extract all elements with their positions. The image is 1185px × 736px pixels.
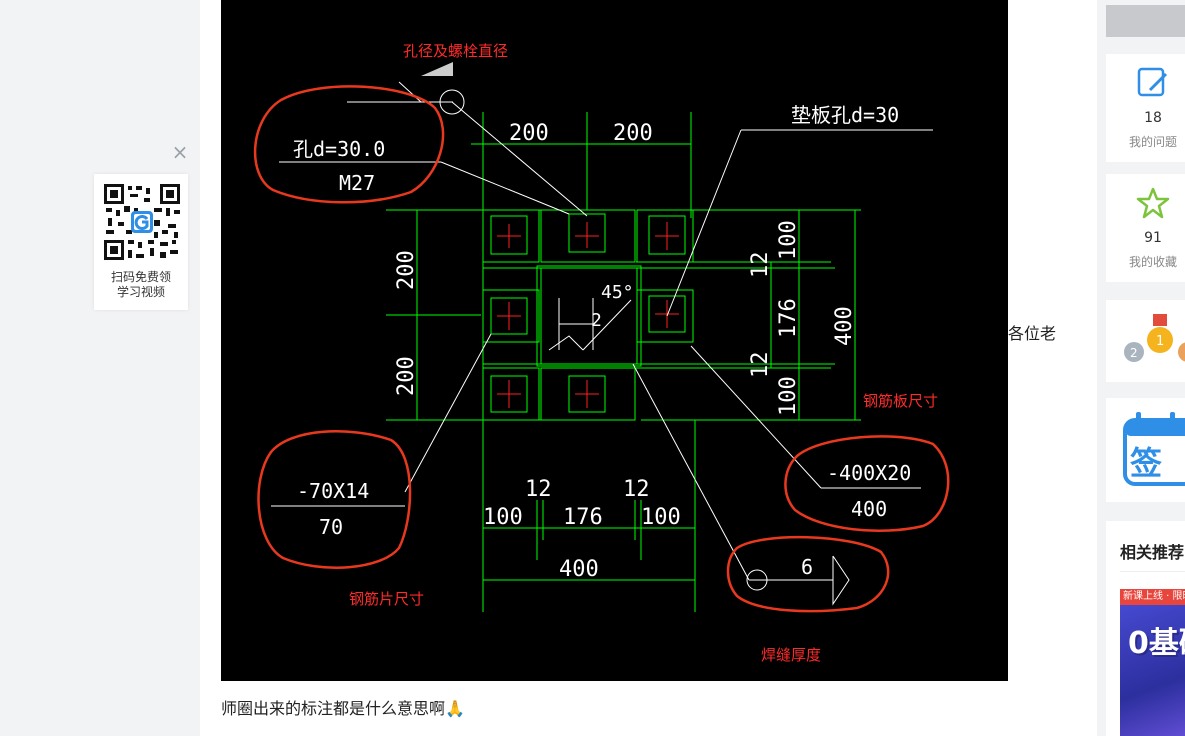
red-annotations: 孔径及螺栓直径 钢筋板尺寸 钢筋片尺寸 焊缝厚度 xyxy=(349,42,938,664)
favorites-label: 我的收藏 xyxy=(1128,255,1177,269)
cad-drawing-image[interactable]: 200 200 200 200 100 12 176 12 100 400 12… xyxy=(221,0,1008,681)
dim-weld-small: 2 xyxy=(591,310,602,331)
dim-bottom-176: 176 xyxy=(563,505,603,530)
dim-bottom-100a: 100 xyxy=(483,505,523,530)
cad-leader-lines xyxy=(271,81,933,606)
dim-left-upper: 200 xyxy=(394,250,419,290)
questions-label: 我的问题 xyxy=(1128,135,1177,149)
dim-right-400: 400 xyxy=(832,306,857,346)
qr-code-icon xyxy=(104,184,180,260)
dim-top-right: 200 xyxy=(613,121,653,146)
bolt-hole-markers xyxy=(497,222,679,408)
qr-promo-text: 扫码免费领 学习视频 xyxy=(94,270,188,300)
rebar-piece-annotation: 钢筋片尺寸 xyxy=(349,590,424,608)
sidebar-header-bar xyxy=(1106,5,1185,37)
medals-icon: 2 1 xyxy=(1124,314,1185,362)
hand-drawn-circles xyxy=(253,85,950,613)
hole-diameter-label: 孔d=30.0 xyxy=(293,137,385,161)
svg-text:2: 2 xyxy=(1130,346,1138,360)
dim-right-176: 176 xyxy=(776,298,801,338)
dim-right-100b: 100 xyxy=(776,376,801,416)
course-banner[interactable]: 新课上线 · 限时 0基础土建 xyxy=(1120,589,1185,736)
dim-left-lower: 200 xyxy=(394,356,419,396)
calendar-icon: 签 xyxy=(1123,412,1185,486)
plate-size-label: -400X20 xyxy=(827,461,911,485)
cad-dimension-text: 200 200 200 200 100 12 176 12 100 400 12… xyxy=(293,103,911,582)
hole-title-annotation: 孔径及螺栓直径 xyxy=(403,42,508,60)
qr-promo-line-1: 扫码免费领 xyxy=(110,270,171,284)
rebar-plate-annotation: 钢筋板尺寸 xyxy=(863,392,938,410)
svg-text:1: 1 xyxy=(1156,334,1164,349)
star-icon xyxy=(1136,187,1170,219)
divider xyxy=(1120,571,1185,572)
sign-label: 签 xyxy=(1130,444,1162,482)
dim-right-12a: 12 xyxy=(748,252,773,279)
my-questions-card[interactable]: 18 我的问题 xyxy=(1106,54,1185,162)
dim-bottom-12b: 12 xyxy=(623,477,650,502)
my-favorites-card[interactable]: 91 我的收藏 xyxy=(1106,174,1185,282)
weld-size-label: 6 xyxy=(801,555,813,579)
questions-count: 18 xyxy=(1144,110,1162,126)
dim-bottom-400: 400 xyxy=(559,557,599,582)
qr-promo-card[interactable]: 扫码免费领 学习视频 xyxy=(94,174,188,310)
dim-right-12b: 12 xyxy=(748,352,773,379)
post-trailing-text: 各位老 xyxy=(1008,324,1057,343)
bolt-size-label: M27 xyxy=(339,171,375,195)
qr-promo-line-2: 学习视频 xyxy=(116,285,165,299)
post-question-text: 师圈出来的标注都是什么意思啊🙏 xyxy=(221,699,465,718)
dim-top-left: 200 xyxy=(509,121,549,146)
sign-in-card[interactable]: 签 xyxy=(1106,398,1185,502)
plate-width-label: 400 xyxy=(851,497,887,521)
dim-bottom-12a: 12 xyxy=(525,477,552,502)
flag-symbol xyxy=(421,62,453,76)
edit-icon xyxy=(1137,67,1168,97)
dim-bottom-100b: 100 xyxy=(641,505,681,530)
cad-green-lines xyxy=(386,112,861,612)
related-title: 相关推荐 xyxy=(1120,543,1185,562)
dim-right-100a: 100 xyxy=(776,220,801,260)
banner-big-text: 0基础土建 xyxy=(1128,626,1185,661)
favorites-count: 91 xyxy=(1144,230,1162,246)
piece-width-label: 70 xyxy=(319,515,343,539)
related-card: 相关推荐 新课上线 · 限时 0基础土建 xyxy=(1106,521,1185,736)
weld-annotation: 焊缝厚度 xyxy=(761,646,821,664)
pad-hole-label: 垫板孔d=30 xyxy=(791,103,899,127)
medals-card[interactable]: 2 1 xyxy=(1106,300,1185,382)
dim-angle: 45° xyxy=(601,282,634,303)
piece-size-label: -70X14 xyxy=(297,479,369,503)
banner-top-text: 新课上线 · 限时 xyxy=(1120,589,1185,605)
close-icon[interactable]: × xyxy=(171,140,189,164)
